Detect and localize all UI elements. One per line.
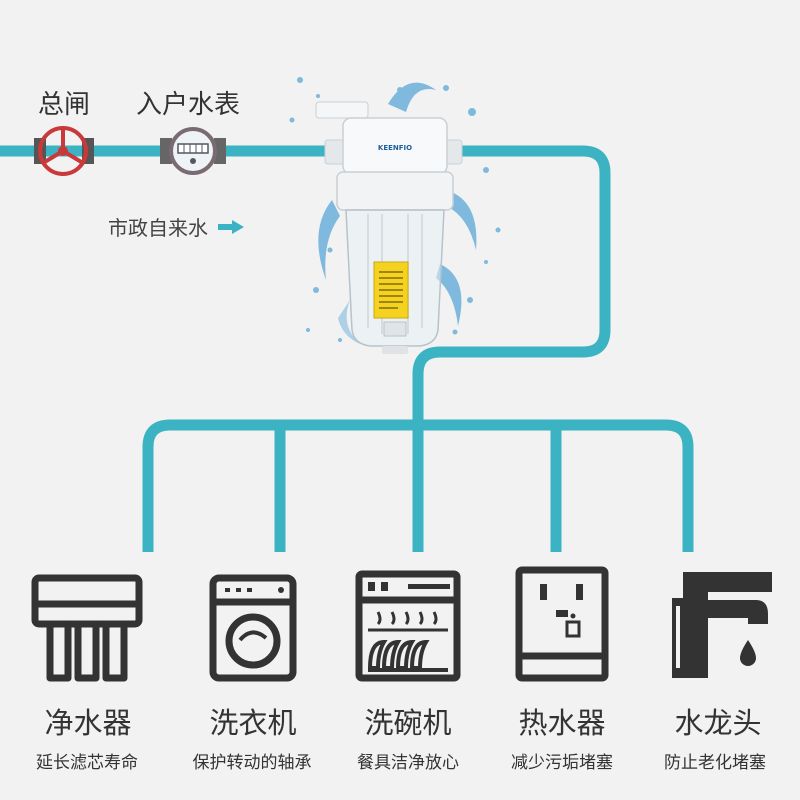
- washing-machine-icon: [209, 574, 297, 682]
- appliance-name-washer: 洗衣机: [209, 706, 297, 740]
- arrow-right-icon: [218, 219, 246, 234]
- appliance-name-dishwasher: 洗碗机: [364, 706, 452, 740]
- faucet-icon: [672, 572, 772, 678]
- main-valve-icon: [34, 126, 94, 176]
- municipal-water-label: 市政自来水: [108, 216, 208, 240]
- appliance-name-purifier: 净水器: [44, 706, 132, 740]
- water-heater-icon: [515, 566, 609, 682]
- filter-brand-text: KEENFIO: [378, 144, 412, 152]
- appliance-desc-purifier: 延长滤芯寿命: [36, 753, 138, 773]
- appliance-desc-faucet: 防止老化堵塞: [664, 753, 766, 773]
- water-meter-icon: [160, 127, 226, 175]
- appliance-name-heater: 热水器: [518, 706, 606, 740]
- municipal-water-inflow: 市政自来水: [108, 212, 246, 241]
- dishwasher-icon: [355, 570, 461, 682]
- appliance-desc-dishwasher: 餐具洁净放心: [357, 753, 459, 773]
- appliance-desc-heater: 减少污垢堵塞: [511, 753, 613, 773]
- water-meter-label: 入户水表: [136, 90, 241, 120]
- outlet-pipe: [412, 145, 611, 420]
- appliance-name-faucet: 水龙头: [674, 706, 762, 740]
- water-purifier-icon: [31, 574, 143, 682]
- pre-filter-unit: KEENFIO: [315, 101, 463, 354]
- main-valve-label: 总闸: [38, 90, 91, 120]
- pipes: [0, 145, 694, 552]
- appliance-desc-washer: 保护转动的轴承: [192, 753, 312, 773]
